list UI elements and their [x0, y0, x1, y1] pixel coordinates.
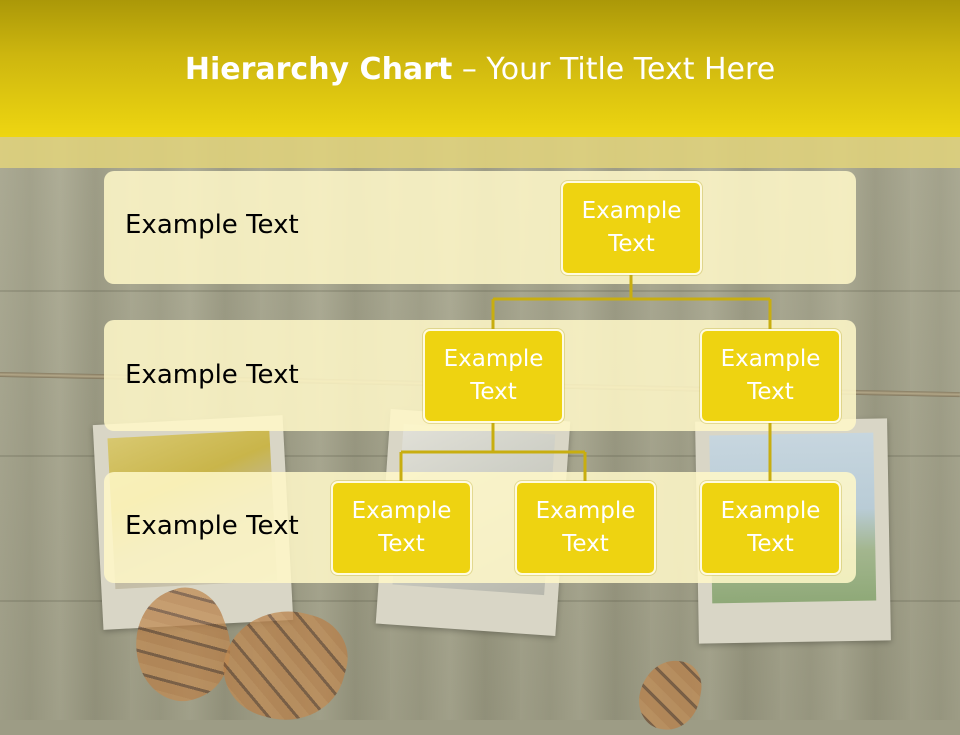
title-rest-part: – Your Title Text Here: [452, 52, 776, 87]
node-level3-right-text: Example Text: [720, 498, 821, 557]
node-level3-left-text: Example Text: [351, 498, 452, 557]
node-level3-right[interactable]: Example Text: [700, 481, 841, 575]
node-level3-left[interactable]: Example Text: [331, 481, 472, 575]
node-level3-middle-text: Example Text: [535, 498, 636, 557]
node-level2-left[interactable]: Example Text: [423, 329, 564, 423]
node-root-text: Example Text: [581, 198, 682, 257]
title-bar: [0, 0, 960, 137]
node-level2-left-text: Example Text: [443, 346, 544, 405]
level-1-label[interactable]: Example Text: [125, 210, 299, 240]
node-level2-right[interactable]: Example Text: [700, 329, 841, 423]
title-bold-part: Hierarchy Chart: [184, 52, 453, 87]
level-row-1: [104, 171, 856, 284]
node-root[interactable]: Example Text: [561, 181, 702, 275]
level-2-label[interactable]: Example Text: [125, 360, 299, 390]
title-band: [0, 137, 960, 168]
slide-title[interactable]: Hierarchy Chart – Your Title Text Here: [0, 52, 960, 87]
node-level2-right-text: Example Text: [720, 346, 821, 405]
level-3-label[interactable]: Example Text: [125, 511, 299, 541]
board-seam: [0, 290, 960, 292]
node-level3-middle[interactable]: Example Text: [515, 481, 656, 575]
